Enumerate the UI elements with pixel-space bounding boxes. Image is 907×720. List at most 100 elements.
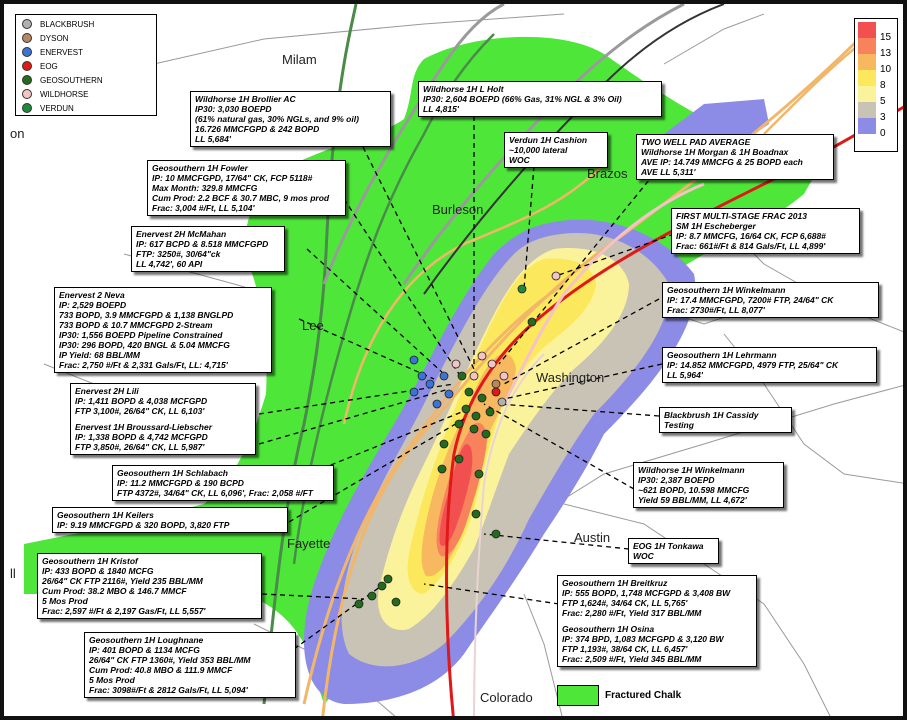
scale-label-3: 3 (880, 112, 886, 123)
legend-item-eog: EOG (22, 60, 58, 72)
callout-two-well-pad-average: TWO WELL PAD AVERAGE Wildhorse 1H Morgan… (636, 134, 834, 180)
scale-swatch-15 (858, 22, 876, 38)
county-label-lee: Lee (302, 318, 324, 333)
callout-line: IP30: 2,604 BOEPD (66% Gas, 31% NGL & 3%… (423, 94, 622, 104)
callout-line: (61% natural gas, 30% NGLs, and 9% oil) (195, 114, 359, 124)
legend-item-wildhorse: WILDHORSE (22, 88, 88, 100)
callout-geosouthern-kristof: Geosouthern 1H Kristof IP: 433 BOPD & 18… (37, 553, 262, 619)
legend-swatch (22, 103, 32, 113)
yield-color-scale: 15 13 10 8 5 3 0 (854, 18, 898, 152)
scale-label-5: 5 (880, 96, 886, 107)
callout-line: IP: 11.2 MMCFGPD & 190 BCPD (117, 478, 244, 488)
callout-line: IP: 9.19 MMCFGPD & 320 BOPD, 3,820 FTP (57, 520, 230, 530)
callout-geosouthern-fowler: Geosouthern 1H Fowler IP: 10 MMCFGPD, 17… (147, 160, 346, 216)
callout-line: Wildhorse 1H Brollier AC (195, 94, 296, 104)
callout-line: IP Yield: 68 BBL/MM (59, 350, 140, 360)
callout-line: IP: 374 BPD, 1,083 MCFGPD & 3,120 BW (562, 634, 724, 644)
callout-line: AVE LL 5,311' (641, 167, 696, 177)
callout-line: IP: 8.7 MMCFG, 16/64 CK, FCP 6,688# (676, 231, 826, 241)
callout-line: IP: 1,411 BOPD & 4,038 MCFGPD (75, 396, 208, 406)
callout-line: IP: 617 BCPD & 8.518 MMCFGPD (136, 239, 269, 249)
callout-line: Geosouthern 1H Lehrmann (667, 350, 777, 360)
callout-line: Cum Prod: 2.2 BCF & 30.7 MBC, 9 mos prod (152, 193, 330, 203)
callout-line: Enervest 1H Broussard-Liebscher (75, 422, 212, 432)
callout-line: FIRST MULTI-STAGE FRAC 2013 (676, 211, 807, 221)
callout-line: Geosouthern 1H Keilers (57, 510, 154, 520)
callout-line: Geosouthern 1H Kristof (42, 556, 138, 566)
callout-line: FTP 3,100#, 26/64" CK, LL 6,103' (75, 406, 205, 416)
legend-item-enervest: ENERVEST (22, 46, 83, 58)
callout-line: 5 Mos Prod (42, 596, 88, 606)
legend-label: DYSON (40, 33, 69, 43)
callout-line: Frac: 2730#/Ft, LL 8,077' (667, 305, 765, 315)
callout-line: IP30: 296 BOPD, 420 BNGL & 5.04 MMCFG (59, 340, 230, 350)
callout-line: WOC (509, 155, 530, 165)
callout-line: Geosouthern 1H Osina (562, 624, 655, 634)
callout-verdun-cashion: Verdun 1H Cashion ~10,000 lateral WOC (504, 132, 608, 168)
scale-label-8: 8 (880, 80, 886, 91)
callout-line: Geosouthern 1H Fowler (152, 163, 248, 173)
callout-line: Cum Prod: 38.2 MBO & 146.7 MMCF (42, 586, 187, 596)
callout-line: Geosouthern 1H Loughnane (89, 635, 204, 645)
callout-line: Enervest 2H Lili (75, 386, 139, 396)
callout-geosouthern-winkelmann: Geosouthern 1H Winkelmann IP: 17.4 MMCFG… (662, 282, 879, 318)
callout-line: IP: 401 BOPD & 1134 MCFG (89, 645, 200, 655)
scale-swatch-13 (858, 38, 876, 54)
operator-legend: BLACKBRUSH DYSON ENERVEST EOG GEOSOUTHER… (15, 14, 157, 116)
legend-label: WILDHORSE (40, 89, 89, 99)
callout-line: Geosouthern 1H Schlabach (117, 468, 228, 478)
callout-line: Testing (664, 420, 694, 430)
callout-line: IP: 14.852 MMCFGPD, 4979 FTP, 25/64" CK (667, 360, 839, 370)
callout-line: EOG 1H Tonkawa (633, 541, 704, 551)
callout-line: WOC (633, 551, 654, 561)
callout-line: IP: 433 BOPD & 1840 MCFG (42, 566, 154, 576)
callout-geosouthern-keilers: Geosouthern 1H Keilers IP: 9.19 MMCFGPD … (52, 507, 288, 533)
legend-swatch (22, 47, 32, 57)
legend-swatch (22, 89, 32, 99)
callout-line: Frac: 3,004 #/Ft, LL 5,104' (152, 203, 255, 213)
callout-line: FTP 1,624#, 34/64 CK, LL 5,765' (562, 598, 688, 608)
callout-geosouthern-schlabach: Geosouthern 1H Schlabach IP: 11.2 MMCFGP… (112, 465, 334, 501)
callout-line: Geosouthern 1H Winkelmann (667, 285, 786, 295)
callout-line: LL 4,815' (423, 104, 459, 114)
callout-line: Verdun 1H Cashion (509, 135, 588, 145)
scale-swatch-8 (858, 70, 876, 86)
scale-swatch-5 (858, 86, 876, 102)
legend-swatch (22, 75, 32, 85)
callout-line: IP: 555 BOPD, 1,748 MCFGPD & 3,408 BW (562, 588, 731, 598)
callout-blackbrush-cassidy: Blackbrush 1H Cassidy Testing (659, 407, 792, 433)
callout-line: Frac: 661#/Ft & 814 Gals/Ft, LL 4,899' (676, 241, 826, 251)
county-label-colorado: Colorado (480, 690, 533, 705)
legend-item-verdun: VERDUN (22, 102, 74, 114)
scale-label-15: 15 (880, 32, 892, 43)
leader-lines (258, 107, 675, 650)
callout-geosouthern-loughnane: Geosouthern 1H Loughnane IP: 401 BOPD & … (84, 632, 296, 698)
county-label-fragment-on: on (10, 126, 25, 141)
legend-label: EOG (40, 61, 58, 71)
callout-geosouthern-lehrmann: Geosouthern 1H Lehrmann IP: 14.852 MMCFG… (662, 347, 877, 383)
callout-line: Blackbrush 1H Cassidy (664, 410, 759, 420)
callout-line: Wildhorse 1H Morgan & 1H Boadnax (641, 147, 789, 157)
callout-line: IP: 1,338 BOPD & 4,742 MCFGPD (75, 432, 208, 442)
county-label-fayette: Fayette (287, 536, 331, 551)
scale-swatch-blank (858, 134, 876, 148)
callout-line: Frac: 2,509 #/Ft, Yield 345 BBL/MM (562, 654, 702, 664)
callout-line: Frac: 2,750 #/Ft & 2,331 Gals/Ft, LL: 4,… (59, 360, 228, 370)
county-label-austin: Austin (574, 530, 611, 545)
scale-label-13: 13 (880, 48, 892, 59)
callout-line: TWO WELL PAD AVERAGE (641, 137, 751, 147)
callout-line: Enervest 2H McMahan (136, 229, 227, 239)
scale-swatch-0 (858, 118, 876, 134)
callout-line: 16.726 MMCFGPD & 242 BOPD (195, 124, 320, 134)
legend-swatch (22, 19, 32, 29)
callout-wildhorse-brollier: Wildhorse 1H Brollier AC IP30: 3,030 BOE… (190, 91, 391, 147)
scale-label-10: 10 (880, 64, 892, 75)
callout-geosouthern-breitkruz-osina: Geosouthern 1H Breitkruz IP: 555 BOPD, 1… (557, 575, 757, 667)
legend-item-blackbrush: BLACKBRUSH (22, 18, 94, 30)
legend-label: GEOSOUTHERN (40, 75, 103, 85)
scale-swatch-3 (858, 102, 876, 118)
callout-line: IP: 10 MMCFGPD, 17/64" CK, FCP 5118# (152, 173, 313, 183)
chalk-label: Fractured Chalk (605, 690, 682, 701)
callout-line: IP30: 2,387 BOEPD (638, 475, 715, 485)
